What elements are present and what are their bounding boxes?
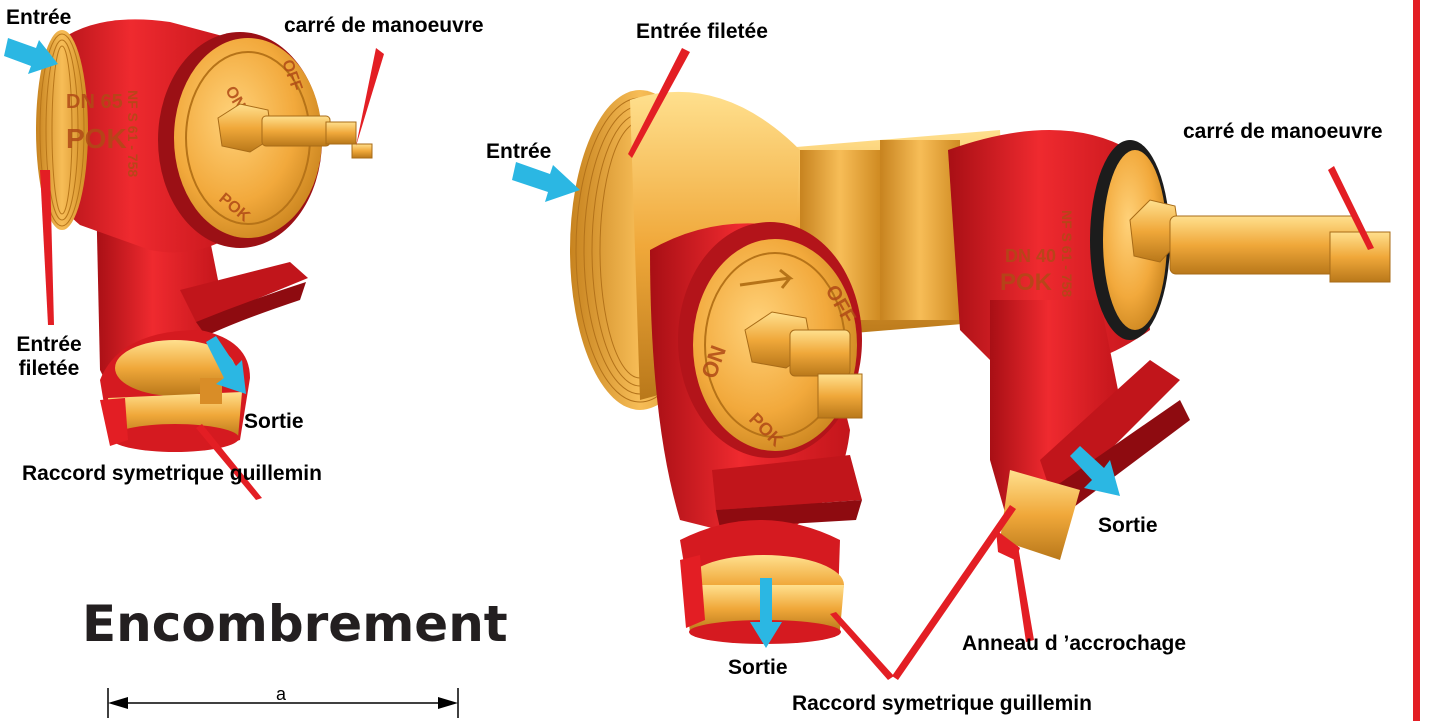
right-label-raccord: Raccord symetrique guillemin [792,692,1092,716]
left-label-entree-filetee-line2: filetée [19,357,80,380]
left-valve-illustration: ON OFF POK DN 65 POK NF S 61 - 758 [36,19,372,452]
left-label-entree-filetee: Entrée filetée [6,333,92,381]
left-label-carre: carré de manoeuvre [284,14,484,38]
right-label-anneau: Anneau d ’accrochage [962,632,1186,656]
dimension-label-a: a [276,684,286,705]
left-label-raccord: Raccord symetrique guillemin [22,462,322,486]
right-border-line [1413,0,1420,721]
right-inlet-arrow [512,162,580,202]
encombrement-title: Encombrement [82,595,508,653]
left-emboss-dn: DN 65 [66,91,123,113]
right-emboss-dn: DN 40 [1005,246,1056,266]
left-emboss-nf: NF S 61 - 758 [125,90,141,177]
right-emboss-nf: NF S 61 - 758 [1059,210,1075,297]
right-label-carre: carré de manoeuvre [1183,120,1383,144]
left-emboss-pok: POK [66,123,127,154]
left-label-sortie: Sortie [244,410,304,434]
left-label-entree: Entrée [6,6,71,30]
left-label-entree-filetee-line1: Entrée [16,333,81,356]
right-label-sortie-bottom: Sortie [728,656,788,680]
right-emboss-pok: POK [1000,269,1053,296]
right-label-entree-filetee: Entrée filetée [636,20,768,44]
right-label-entree: Entrée [486,140,551,164]
right-label-sortie-right: Sortie [1098,514,1158,538]
